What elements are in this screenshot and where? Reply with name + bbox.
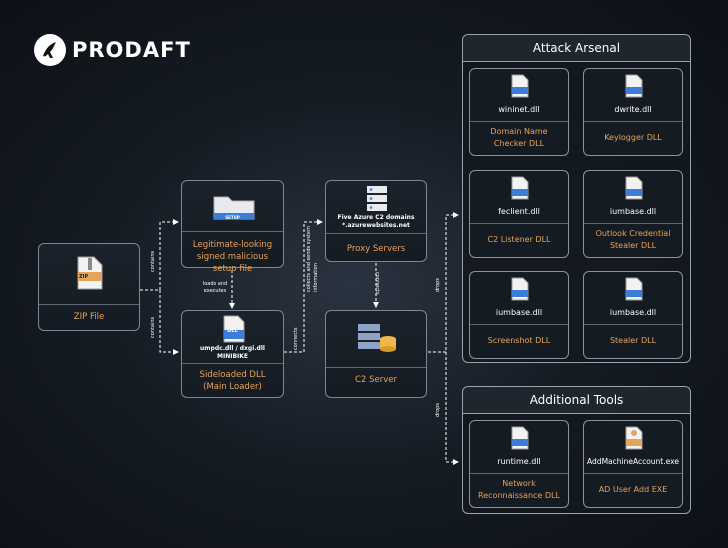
arsenal-card: wininet.dll Domain Name Checker DLL (469, 68, 569, 156)
tool-file-desc: Network Reconnaissance DLL (478, 479, 560, 500)
arsenal-file-desc: Stealer DLL (609, 336, 657, 345)
dll-filenames: umpdc.dll / dxgi.dll (200, 345, 265, 352)
edge-label-connects: connects (374, 272, 380, 295)
dll-file-icon (511, 426, 529, 450)
dll-icon-text: DLL (227, 328, 238, 334)
prodaft-logo: PRODAFT (34, 34, 191, 66)
c2-server-database-icon (358, 324, 396, 352)
edge-label-collects: collects and sends system information (306, 226, 319, 292)
zip-file-node: ZIP ZIP File (38, 243, 140, 331)
arsenal-card: iumbase.dll Outlook Credential Stealer D… (583, 170, 683, 258)
setup-file-node: SETUP Legitimate-looking signed maliciou… (181, 180, 284, 274)
edge-label-contains: contains (150, 316, 156, 338)
proxy-servers-node: Five Azure C2 domains *.azurewebsites.ne… (325, 180, 427, 262)
arsenal-file-desc: Screenshot DLL (487, 336, 551, 345)
tool-file-name: AddMachineAccount.exe (587, 457, 679, 466)
server-rack-icon (367, 186, 387, 211)
dll-file-icon (511, 74, 529, 98)
zip-icon-text: ZIP (79, 274, 89, 280)
tool-file-desc: AD User Add EXE (598, 485, 668, 494)
arsenal-file-name: iumbase.dll (609, 308, 657, 317)
dll-malware-name: MINIBIKE (216, 353, 248, 360)
arsenal-card: iumbase.dll Stealer DLL (583, 271, 683, 359)
arsenal-card: dwrite.dll Keylogger DLL (583, 68, 683, 156)
zip-archive-icon (77, 256, 103, 290)
arsenal-card: feclient.dll C2 Listener DLL (469, 170, 569, 258)
arsenal-file-desc: Keylogger DLL (604, 133, 662, 142)
additional-tools-title: Additional Tools (463, 387, 690, 414)
arsenal-file-name: feclient.dll (498, 207, 540, 216)
dll-file-icon (511, 277, 529, 301)
edge-label-contains: contains (150, 250, 156, 272)
edge-label-connects: connects (293, 327, 299, 350)
bird-logo-icon (34, 34, 66, 66)
arsenal-file-name: iumbase.dll (495, 308, 543, 317)
tool-card: AddMachineAccount.exe AD User Add EXE (583, 420, 683, 508)
arsenal-file-desc: C2 Listener DLL (487, 235, 551, 244)
tool-file-name: runtime.dll (497, 457, 541, 466)
proxy-domain-pattern: *.azurewebsites.net (342, 222, 410, 229)
edge-label-drops: drops (435, 403, 441, 417)
sideloaded-dll-node: DLL umpdc.dll / dxgi.dll MINIBIKE Sidelo… (181, 310, 284, 398)
brand-name: PRODAFT (72, 38, 191, 62)
zip-file-label: ZIP File (73, 312, 105, 322)
arsenal-file-name: wininet.dll (498, 105, 540, 114)
exe-file-icon (625, 426, 643, 450)
arsenal-card: iumbase.dll Screenshot DLL (469, 271, 569, 359)
tool-card: runtime.dll Network Reconnaissance DLL (469, 420, 569, 508)
setup-icon-text: SETUP (225, 215, 240, 220)
dll-file-icon (625, 74, 643, 98)
dll-file-icon (223, 315, 245, 343)
arsenal-file-name: dwrite.dll (614, 105, 652, 114)
attack-arsenal-panel: Attack Arsenal wininet.dll Domain Name C… (462, 34, 691, 363)
arsenal-file-desc: Domain Name Checker DLL (490, 127, 548, 148)
proxy-domains-count: Five Azure C2 domains (337, 214, 415, 221)
attack-arsenal-title: Attack Arsenal (463, 35, 690, 62)
arsenal-file-desc: Outlook Credential Stealer DLL (595, 229, 671, 250)
folder-icon (213, 196, 255, 220)
dll-file-icon (625, 277, 643, 301)
sideloaded-dll-label: Sideloaded DLL (Main Loader) (199, 370, 266, 392)
c2-server-node: C2 Server (325, 310, 427, 398)
edge-label-loads: loads and executes (202, 281, 228, 294)
dll-file-icon (625, 176, 643, 200)
setup-file-label: Legitimate-looking signed malicious setu… (192, 240, 273, 274)
edge-label-drops: drops (435, 278, 441, 292)
arsenal-file-name: iumbase.dll (609, 207, 657, 216)
dll-file-icon (511, 176, 529, 200)
additional-tools-panel: Additional Tools runtime.dll Network Rec… (462, 386, 691, 514)
proxy-servers-label: Proxy Servers (346, 244, 406, 254)
c2-server-label: C2 Server (355, 375, 397, 385)
